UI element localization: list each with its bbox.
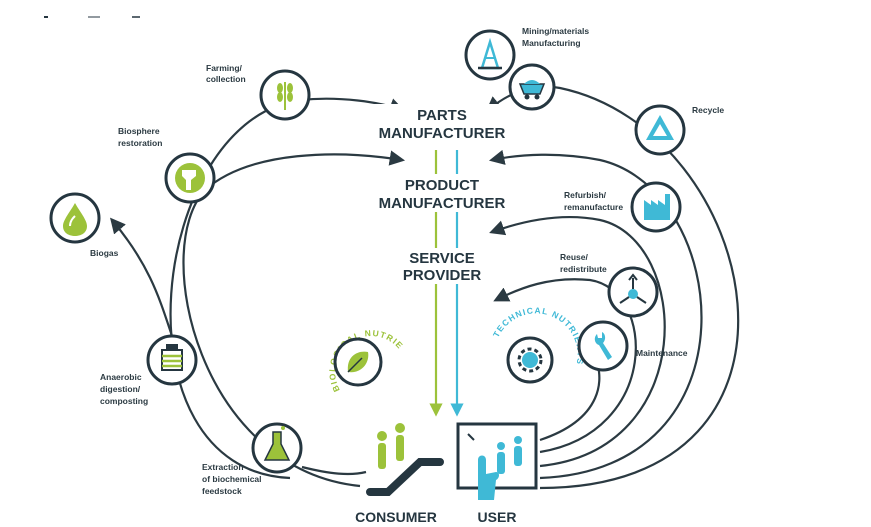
biogas-node [49, 192, 101, 244]
extraction-label-2: of biochemical [202, 474, 262, 484]
factory-icon [644, 194, 670, 220]
touchscreen-user-icon [456, 422, 538, 500]
extraction-node [251, 422, 303, 474]
stage-product-line2: MANUFACTURER [379, 195, 506, 212]
recycle-icon [646, 115, 674, 140]
arc-bio-biogas [110, 217, 174, 337]
maintenance-node [577, 320, 629, 372]
refurbish-label-2: remanufacture [564, 202, 623, 212]
reuse-label-1: Reuse/ [560, 252, 589, 262]
extraction-label-3: feedstock [202, 486, 242, 496]
recycle-node [634, 104, 686, 156]
digestion-label-3: composting [100, 396, 148, 406]
biosphere-label-1: Biosphere [118, 126, 160, 136]
mining-node [464, 29, 516, 81]
biogas-label: Biogas [90, 248, 119, 258]
maintenance-label: Maintenance [636, 348, 688, 358]
stage-labels: PARTS MANUFACTURER PRODUCT MANUFACTURER … [366, 104, 518, 284]
mining-label-1: Mining/materials [522, 26, 589, 36]
biological-arcs [110, 97, 406, 488]
refurbish-label-1: Refurbish/ [564, 190, 607, 200]
mining-tower-icon [478, 37, 502, 70]
reuse-label-2: redistribute [560, 264, 607, 274]
consumer-node [366, 423, 444, 496]
gear-node [506, 336, 554, 384]
stage-parts-line2: MANUFACTURER [379, 125, 506, 142]
mining-label-2: Manufacturing [522, 38, 581, 48]
user-node [456, 422, 538, 500]
droplet-icon [63, 203, 87, 236]
farming-node [259, 69, 311, 121]
leaf-node [333, 337, 383, 387]
stage-service-line1: SERVICE [409, 250, 475, 267]
refurbish-node [630, 181, 682, 233]
arc-tech-refurbish [489, 216, 666, 468]
stage-service-line2: PROVIDER [403, 267, 482, 284]
flask-icon [263, 426, 291, 461]
distribute-icon [619, 273, 647, 304]
extraction-label-1: Extraction [202, 462, 244, 472]
leaf-icon [347, 351, 369, 373]
wheat-icon [277, 82, 293, 110]
biosphere-label-2: restoration [118, 138, 162, 148]
stage-parts-line1: PARTS [417, 107, 467, 124]
escalator-people-icon [366, 423, 444, 496]
digestion-label-1: Anaerobic [100, 372, 142, 382]
minecart-icon [518, 80, 546, 100]
stage-product-line1: PRODUCT [405, 177, 479, 194]
farming-label-2: collection [206, 74, 246, 84]
minecart-node [508, 63, 556, 111]
user-label: USER [478, 509, 517, 525]
gear-icon [517, 347, 543, 373]
recycle-label: Recycle [692, 105, 724, 115]
digestion-node [146, 334, 198, 386]
reuse-node [607, 266, 659, 318]
consumer-label: CONSUMER [355, 509, 437, 525]
biosphere-node [164, 152, 216, 204]
digestion-label-2: digestion/ [100, 384, 141, 394]
globe-icon [175, 163, 205, 193]
farming-label-1: Farming/ [206, 63, 243, 73]
digester-icon [161, 344, 183, 371]
arc-bio-extraction [301, 465, 367, 476]
wrench-icon [594, 332, 612, 360]
